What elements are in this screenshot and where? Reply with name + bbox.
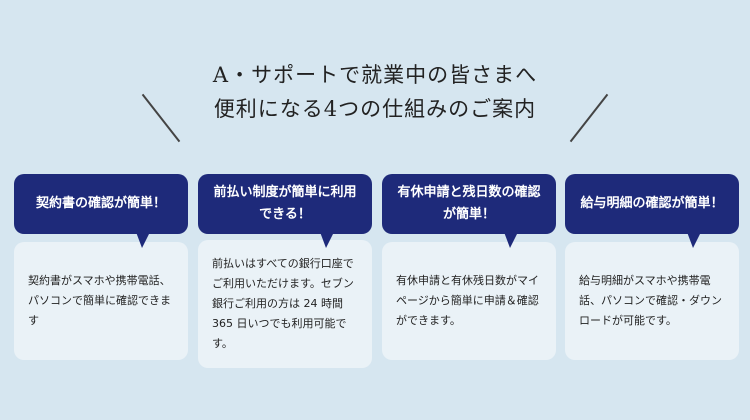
feature-title: 給与明細の確認が簡単！ bbox=[580, 196, 724, 211]
heading-line-2: 便利になる4つの仕組みのご案内 bbox=[213, 97, 537, 121]
feature-title-bubble: 契約書の確認が簡単！ bbox=[14, 174, 188, 248]
page-heading: A・サポートで就業中の皆さまへ 便利になる4つの仕組みのご案内 bbox=[0, 58, 750, 126]
heading-line-1: A・サポートで就業中の皆さまへ bbox=[212, 63, 538, 87]
feature-title: 有休申請と残日数の確認が簡単！ bbox=[397, 185, 541, 222]
feature-contract: 契約書の確認が簡単！ 契約書がスマホや携帯電話、パソコンで簡単に確認できます bbox=[14, 174, 188, 360]
feature-description-card: 給与明細がスマホや携帯電話、パソコンで確認・ダウンロードが可能です。 bbox=[565, 242, 739, 360]
feature-title-bubble: 給与明細の確認が簡単！ bbox=[565, 174, 739, 248]
feature-description: 有休申請と有休残日数がマイページから簡単に申請＆確認ができます。 bbox=[396, 274, 539, 327]
feature-title-bubble: 前払い制度が簡単に利用できる！ bbox=[198, 174, 372, 248]
feature-title: 契約書の確認が簡単！ bbox=[35, 196, 166, 211]
feature-title-bubble: 有休申請と残日数の確認が簡単！ bbox=[382, 174, 556, 248]
feature-advance-pay: 前払い制度が簡単に利用できる！ 前払いはすべての銀行口座でご利用いただけます。セ… bbox=[198, 174, 372, 368]
feature-payslip: 給与明細の確認が簡単！ 給与明細がスマホや携帯電話、パソコンで確認・ダウンロード… bbox=[565, 174, 739, 360]
feature-description: 契約書がスマホや携帯電話、パソコンで簡単に確認できます bbox=[28, 274, 171, 327]
feature-description-card: 契約書がスマホや携帯電話、パソコンで簡単に確認できます bbox=[14, 242, 188, 360]
feature-paid-leave: 有休申請と残日数の確認が簡単！ 有休申請と有休残日数がマイページから簡単に申請＆… bbox=[382, 174, 556, 360]
feature-title: 前払い制度が簡単に利用できる！ bbox=[213, 185, 357, 222]
feature-description-card: 前払いはすべての銀行口座でご利用いただけます。セブン銀行ご利用の方は 24 時間… bbox=[198, 240, 372, 368]
feature-description: 給与明細がスマホや携帯電話、パソコンで確認・ダウンロードが可能です。 bbox=[579, 274, 722, 327]
feature-description: 前払いはすべての銀行口座でご利用いただけます。セブン銀行ご利用の方は 24 時間… bbox=[212, 257, 354, 350]
feature-description-card: 有休申請と有休残日数がマイページから簡単に申請＆確認ができます。 bbox=[382, 242, 556, 360]
